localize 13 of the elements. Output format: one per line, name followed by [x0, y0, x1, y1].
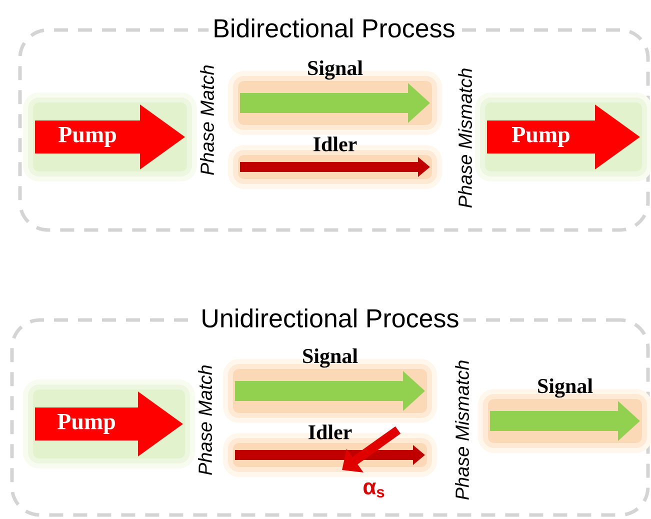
glowing-beam: Signal [223, 348, 437, 423]
glowing-beam: Signal [478, 378, 651, 453]
glowing-beam: Pump [23, 379, 195, 468]
rotated-label: Phase Match [200, 65, 214, 175]
symbol-label: α$_{s}$ [364, 482, 384, 498]
rotated-label: Phase Mismatch [455, 360, 469, 500]
rotated-label: Phase Match [198, 365, 212, 475]
rotated-label: Phase Mismatch [458, 68, 472, 208]
glowing-beam: Idler [228, 136, 442, 189]
glowing-beam: Pump [23, 92, 197, 182]
glowing-beam: Idler [223, 424, 437, 477]
glowing-beam: Pump [475, 92, 651, 182]
glowing-beam: Signal [228, 60, 442, 135]
